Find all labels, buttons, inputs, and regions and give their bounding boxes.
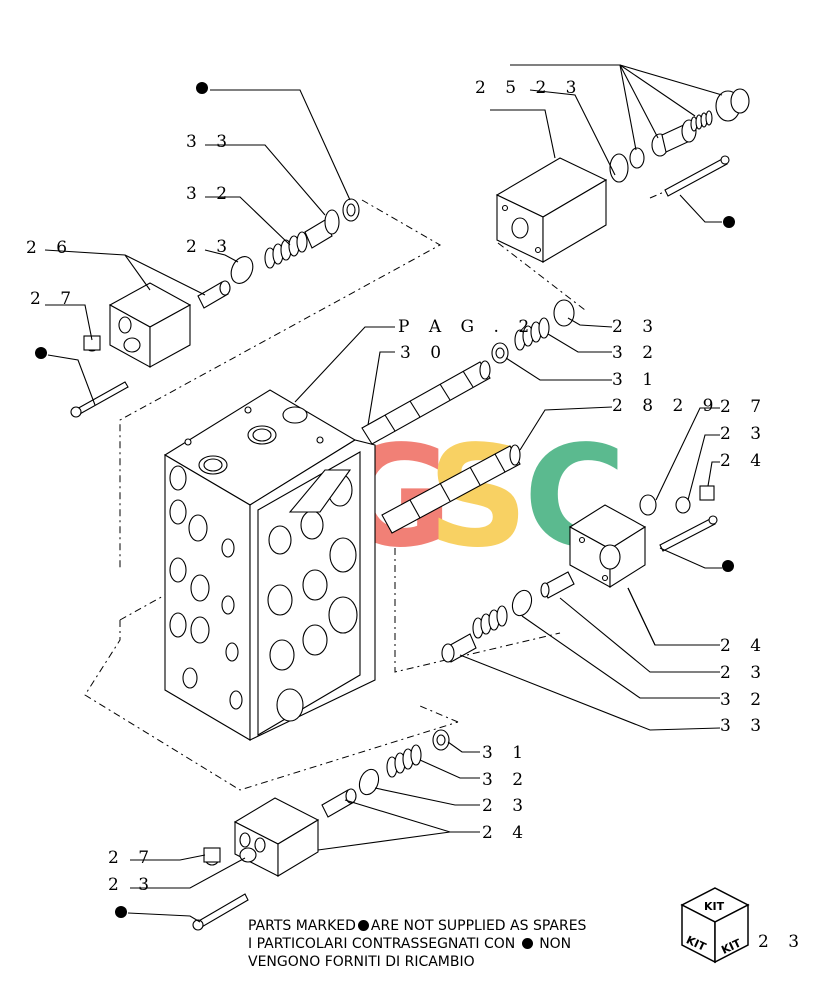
label-32-top: 3 2 (186, 184, 234, 204)
note-line-3-text: VENGONO FORNITI DI RICAMBIO (248, 954, 475, 970)
callout-labels: 2 5 2 3 3 3 3 2 2 6 2 3 2 7 P A G . 2 3 … (26, 78, 806, 952)
upper-right-parts (609, 88, 750, 197)
marker-dot (722, 560, 734, 572)
kit-cube-icon: KIT KIT KIT (680, 887, 750, 964)
label-32-right-lower: 3 2 (720, 690, 768, 710)
label-23-mid: 2 3 (612, 317, 660, 337)
label-24-right-lower: 2 4 (720, 636, 768, 656)
label-23-bottom-left: 2 3 (108, 875, 156, 895)
main-valve-block (163, 389, 376, 741)
label-32-mid: 3 2 (612, 343, 660, 363)
note-line-2-before: I PARTICOLARI CONTRASSEGNATI CON (248, 936, 516, 952)
marker-dot (115, 906, 127, 918)
label-23-top: 2 3 (186, 237, 234, 257)
right-middle-parts (441, 485, 718, 663)
label-30: 3 0 (400, 343, 448, 363)
lower-parts (192, 729, 450, 931)
note-line-1-after: ARE NOT SUPPLIED AS SPARES (370, 918, 587, 934)
note-dot-icon (521, 938, 533, 949)
label-31-mid: 3 1 (612, 370, 660, 390)
note-line-2-after: NON (539, 936, 572, 952)
lower-cover (203, 797, 320, 877)
label-pag2: P A G . 2 (398, 317, 536, 337)
not-supplied-markers (35, 82, 735, 918)
upper-left-cover (83, 282, 192, 368)
label-23-bottom: 2 3 (482, 796, 530, 816)
right-middle-cover (568, 504, 647, 588)
label-27-top: 2 7 (30, 289, 78, 309)
upper-left-parts (70, 198, 360, 418)
note-line-3: VENGONO FORNITI DI RICAMBIO (248, 954, 475, 970)
marker-dot (35, 347, 47, 359)
leader-lines (44, 64, 723, 923)
spool-30 (361, 360, 491, 445)
marker-dot (723, 216, 735, 228)
label-26: 2 6 (26, 238, 74, 258)
note-line-1: PARTS MARKED ARE NOT SUPPLIED AS SPARES (248, 918, 586, 934)
label-kit-ref: 2 3 (758, 932, 806, 952)
note-line-2: I PARTICOLARI CONTRASSEGNATI CON NON (248, 936, 571, 952)
note-dot-icon (357, 920, 369, 931)
label-23-right-lower: 2 3 (720, 663, 768, 683)
label-24-right: 2 4 (720, 451, 768, 471)
kit-label-top: KIT (704, 900, 725, 913)
note-line-1-before: PARTS MARKED (248, 918, 356, 934)
marker-dot (196, 82, 208, 94)
middle-right-upper-parts (491, 299, 575, 364)
label-23-right: 2 3 (720, 424, 768, 444)
label-32-bottom: 3 2 (482, 770, 530, 790)
spool-28-29 (381, 444, 521, 534)
label-33-right-lower: 3 3 (720, 716, 768, 736)
upper-right-cover (495, 157, 608, 263)
label-33-top: 3 3 (186, 132, 234, 152)
label-27-right: 2 7 (720, 397, 768, 417)
label-2523: 2 5 2 3 (475, 78, 583, 98)
label-27-bottom: 2 7 (108, 848, 156, 868)
label-24-bottom: 2 4 (482, 823, 530, 843)
label-31-bottom: 3 1 (482, 743, 530, 763)
label-2829: 2 8 2 9 (612, 396, 720, 416)
